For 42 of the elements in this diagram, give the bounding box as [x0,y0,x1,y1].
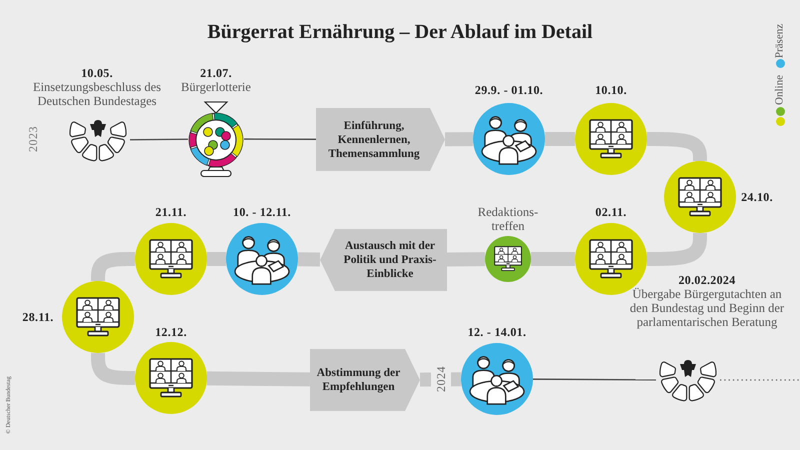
session-circle [485,236,531,282]
timeline-path [444,132,474,146]
date-label: 10.05. [81,66,113,80]
date-label: 21.07. [200,66,232,80]
date-label: 24.10. [741,190,773,204]
date-label: 20.02.2024 [678,273,736,287]
event-description: Übergabe Bürgergutachten an den Bundestag und Beginn der parlamentarischen Beratung [628,287,786,329]
step-label: Einführung, Kennenlernen, Themensammlung [327,118,421,160]
event-description: Redaktions- treffen [476,205,540,233]
timeline-path [207,252,226,266]
timeline-path [545,132,575,146]
event-description: Einsetzungsbeschluss des Deutschen Bundestages [32,80,162,108]
timeline-path [446,252,486,266]
lottery-drum-icon [188,101,244,177]
diagram-title: Bürgerrat Ernährung – Der Ablauf im Detail [207,21,593,44]
timeline-path [420,372,462,387]
step-banner [320,229,447,291]
date-label: 21.11. [155,205,187,219]
step-banner [316,108,445,171]
connector-line [244,138,316,140]
timeline-path [206,371,310,386]
step-label: Abstimmung der Empfehlungen [316,366,402,394]
event-description: Bürgerlotterie [181,80,251,94]
dotted-line [720,379,800,381]
date-label: 12.12. [155,325,187,339]
date-label: 10. - 12.11. [233,205,291,219]
legend-label: Online [774,75,786,105]
legend-label: Präsenz [774,24,786,58]
date-label: 10.10. [595,83,627,97]
step-label: Austausch mit der Politik und Praxis-Einblicke [342,239,438,281]
timeline-path [647,230,707,266]
step-banner [310,349,420,411]
date-label: 12. - 14.01. [468,325,526,339]
timeline-path [298,252,320,266]
timeline-path [531,252,575,266]
connector-line [130,138,188,140]
date-label: 02.11. [595,205,627,219]
timeline-path [91,350,136,385]
date-label: 28.11. [22,310,54,324]
connector-line [533,378,656,380]
year-label: 2023 [26,126,40,152]
date-label: 29.9. - 01.10. [474,83,544,97]
